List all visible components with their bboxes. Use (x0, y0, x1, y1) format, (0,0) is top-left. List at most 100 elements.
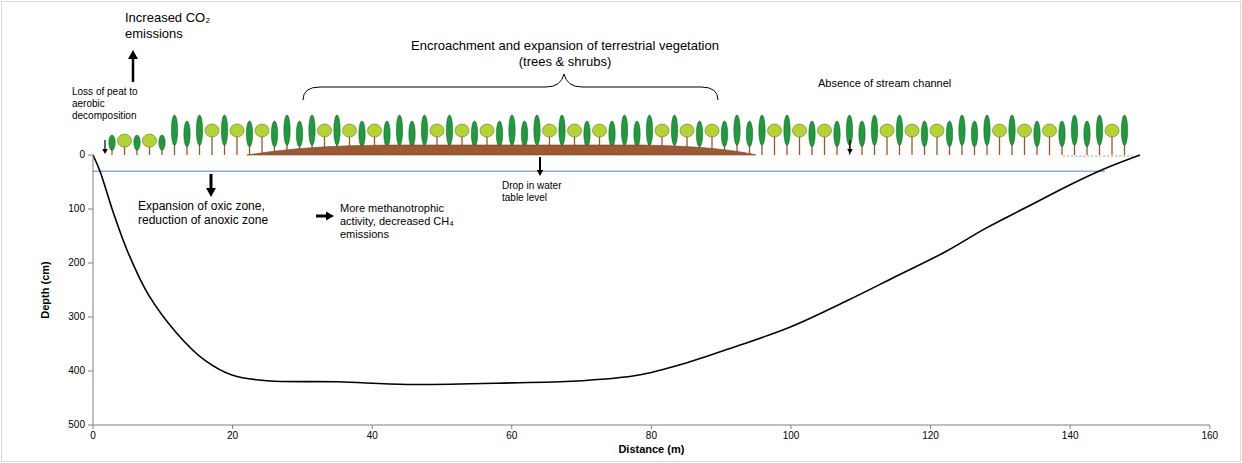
tick-label: 100 (68, 203, 85, 215)
conifer-crown (896, 115, 902, 145)
process-note: More methanotrophic activity, decreased … (340, 202, 480, 242)
tick-label: 140 (1062, 430, 1079, 442)
tick-label: 0 (79, 149, 85, 161)
shrub-crown (255, 124, 269, 137)
shrub-crown (118, 134, 132, 147)
tick-label: 0 (90, 430, 96, 442)
process-note: Expansion of oxic zone, reduction of ano… (138, 199, 310, 228)
shrub-crown (568, 124, 582, 137)
y-axis (93, 155, 94, 425)
vegetation-row (109, 115, 1128, 155)
water-drop-arrow-head (537, 170, 544, 176)
tree-trunk (236, 136, 237, 155)
conifer-crown (584, 121, 590, 147)
conifer-crown (871, 115, 877, 145)
conifer-crown (971, 121, 977, 147)
stream-arrow-head (847, 149, 853, 154)
methane-arrow-head (326, 212, 334, 221)
shrub-crown (205, 124, 219, 137)
conifer-crown (671, 115, 677, 145)
shrub-crown (1018, 124, 1032, 137)
shrub-crown (143, 134, 157, 147)
conifer-crown (759, 115, 765, 145)
conifer-crown (384, 121, 390, 147)
conifer-crown (521, 121, 527, 147)
x-tick (372, 425, 373, 429)
conifer-crown (784, 115, 790, 145)
conifer-crown (834, 121, 840, 147)
x-tick (232, 425, 233, 429)
shrub-crown (793, 124, 807, 137)
conifer-crown (721, 121, 727, 147)
tree-trunk (999, 136, 1000, 155)
methane-arrow-shaft (316, 215, 326, 218)
x-tick (930, 425, 931, 429)
conifer-crown (421, 115, 427, 145)
tick-label: 200 (68, 257, 85, 269)
conifer-crown (471, 121, 477, 147)
tick-label: 120 (922, 430, 939, 442)
conifer-crown (496, 121, 502, 147)
shrub-crown (430, 124, 444, 137)
conifer-crown (984, 115, 990, 145)
process-note: Drop in water table level (502, 180, 582, 204)
conifer-crown (746, 121, 752, 147)
shrub-crown (818, 124, 832, 137)
process-note: Increased CO₂ emissions (125, 10, 230, 41)
conifer-crown (859, 121, 865, 147)
conifer-crown (959, 115, 965, 145)
conifer-crown (396, 115, 402, 145)
tick-label: 40 (367, 430, 378, 442)
process-note: Loss of peat to aerobic decomposition (72, 86, 162, 122)
peat-mound (247, 145, 756, 155)
axis-title: Depth (cm) (39, 261, 52, 318)
conifer-crown (809, 121, 815, 147)
shrub-crown (1043, 124, 1057, 137)
conifer-crown (634, 121, 640, 147)
y-tick (88, 425, 93, 426)
tick-label: 300 (68, 311, 85, 323)
process-note: Absence of stream channel (818, 77, 951, 90)
conifer-crown (159, 135, 165, 150)
conifer-crown (946, 121, 952, 147)
conifer-crown (1096, 115, 1102, 145)
tree-trunk (936, 136, 937, 155)
stream-arrow-shaft (849, 140, 850, 149)
basin-profile (93, 155, 1140, 385)
conifer-crown (1084, 121, 1090, 147)
conifer-crown (534, 115, 540, 145)
shrub-crown (455, 124, 469, 137)
y-tick (88, 209, 93, 210)
group-heading: Encroachment and expansion of terrestria… (395, 38, 735, 69)
shrub-crown (230, 124, 244, 137)
tick-label: 80 (646, 430, 657, 442)
tree-trunk (799, 136, 800, 155)
conifer-crown (609, 121, 615, 147)
co2-arrow-shaft (132, 59, 135, 82)
conifer-crown (284, 115, 290, 145)
shrub-crown (905, 124, 919, 137)
tree-trunk (1024, 136, 1025, 155)
conifer-crown (621, 115, 627, 145)
x-tick (1070, 425, 1071, 429)
x-tick (1209, 425, 1210, 429)
x-tick (791, 425, 792, 429)
y-tick (88, 263, 93, 264)
tick-label: 100 (783, 430, 800, 442)
shrub-crown (1105, 124, 1119, 137)
x-tick (93, 425, 94, 429)
tick-label: 160 (1201, 430, 1218, 442)
conifer-crown (646, 115, 652, 145)
co2-arrow-head (128, 50, 138, 59)
ground-dotted-line (1063, 156, 1133, 157)
peat-loss-arrow-head (102, 149, 108, 154)
shrub-crown (768, 124, 782, 137)
conifer-crown (559, 115, 565, 145)
conifer-crown (446, 115, 452, 145)
shrub-crown (368, 124, 382, 137)
shrub-crown (593, 124, 607, 137)
y-tick (88, 155, 93, 156)
